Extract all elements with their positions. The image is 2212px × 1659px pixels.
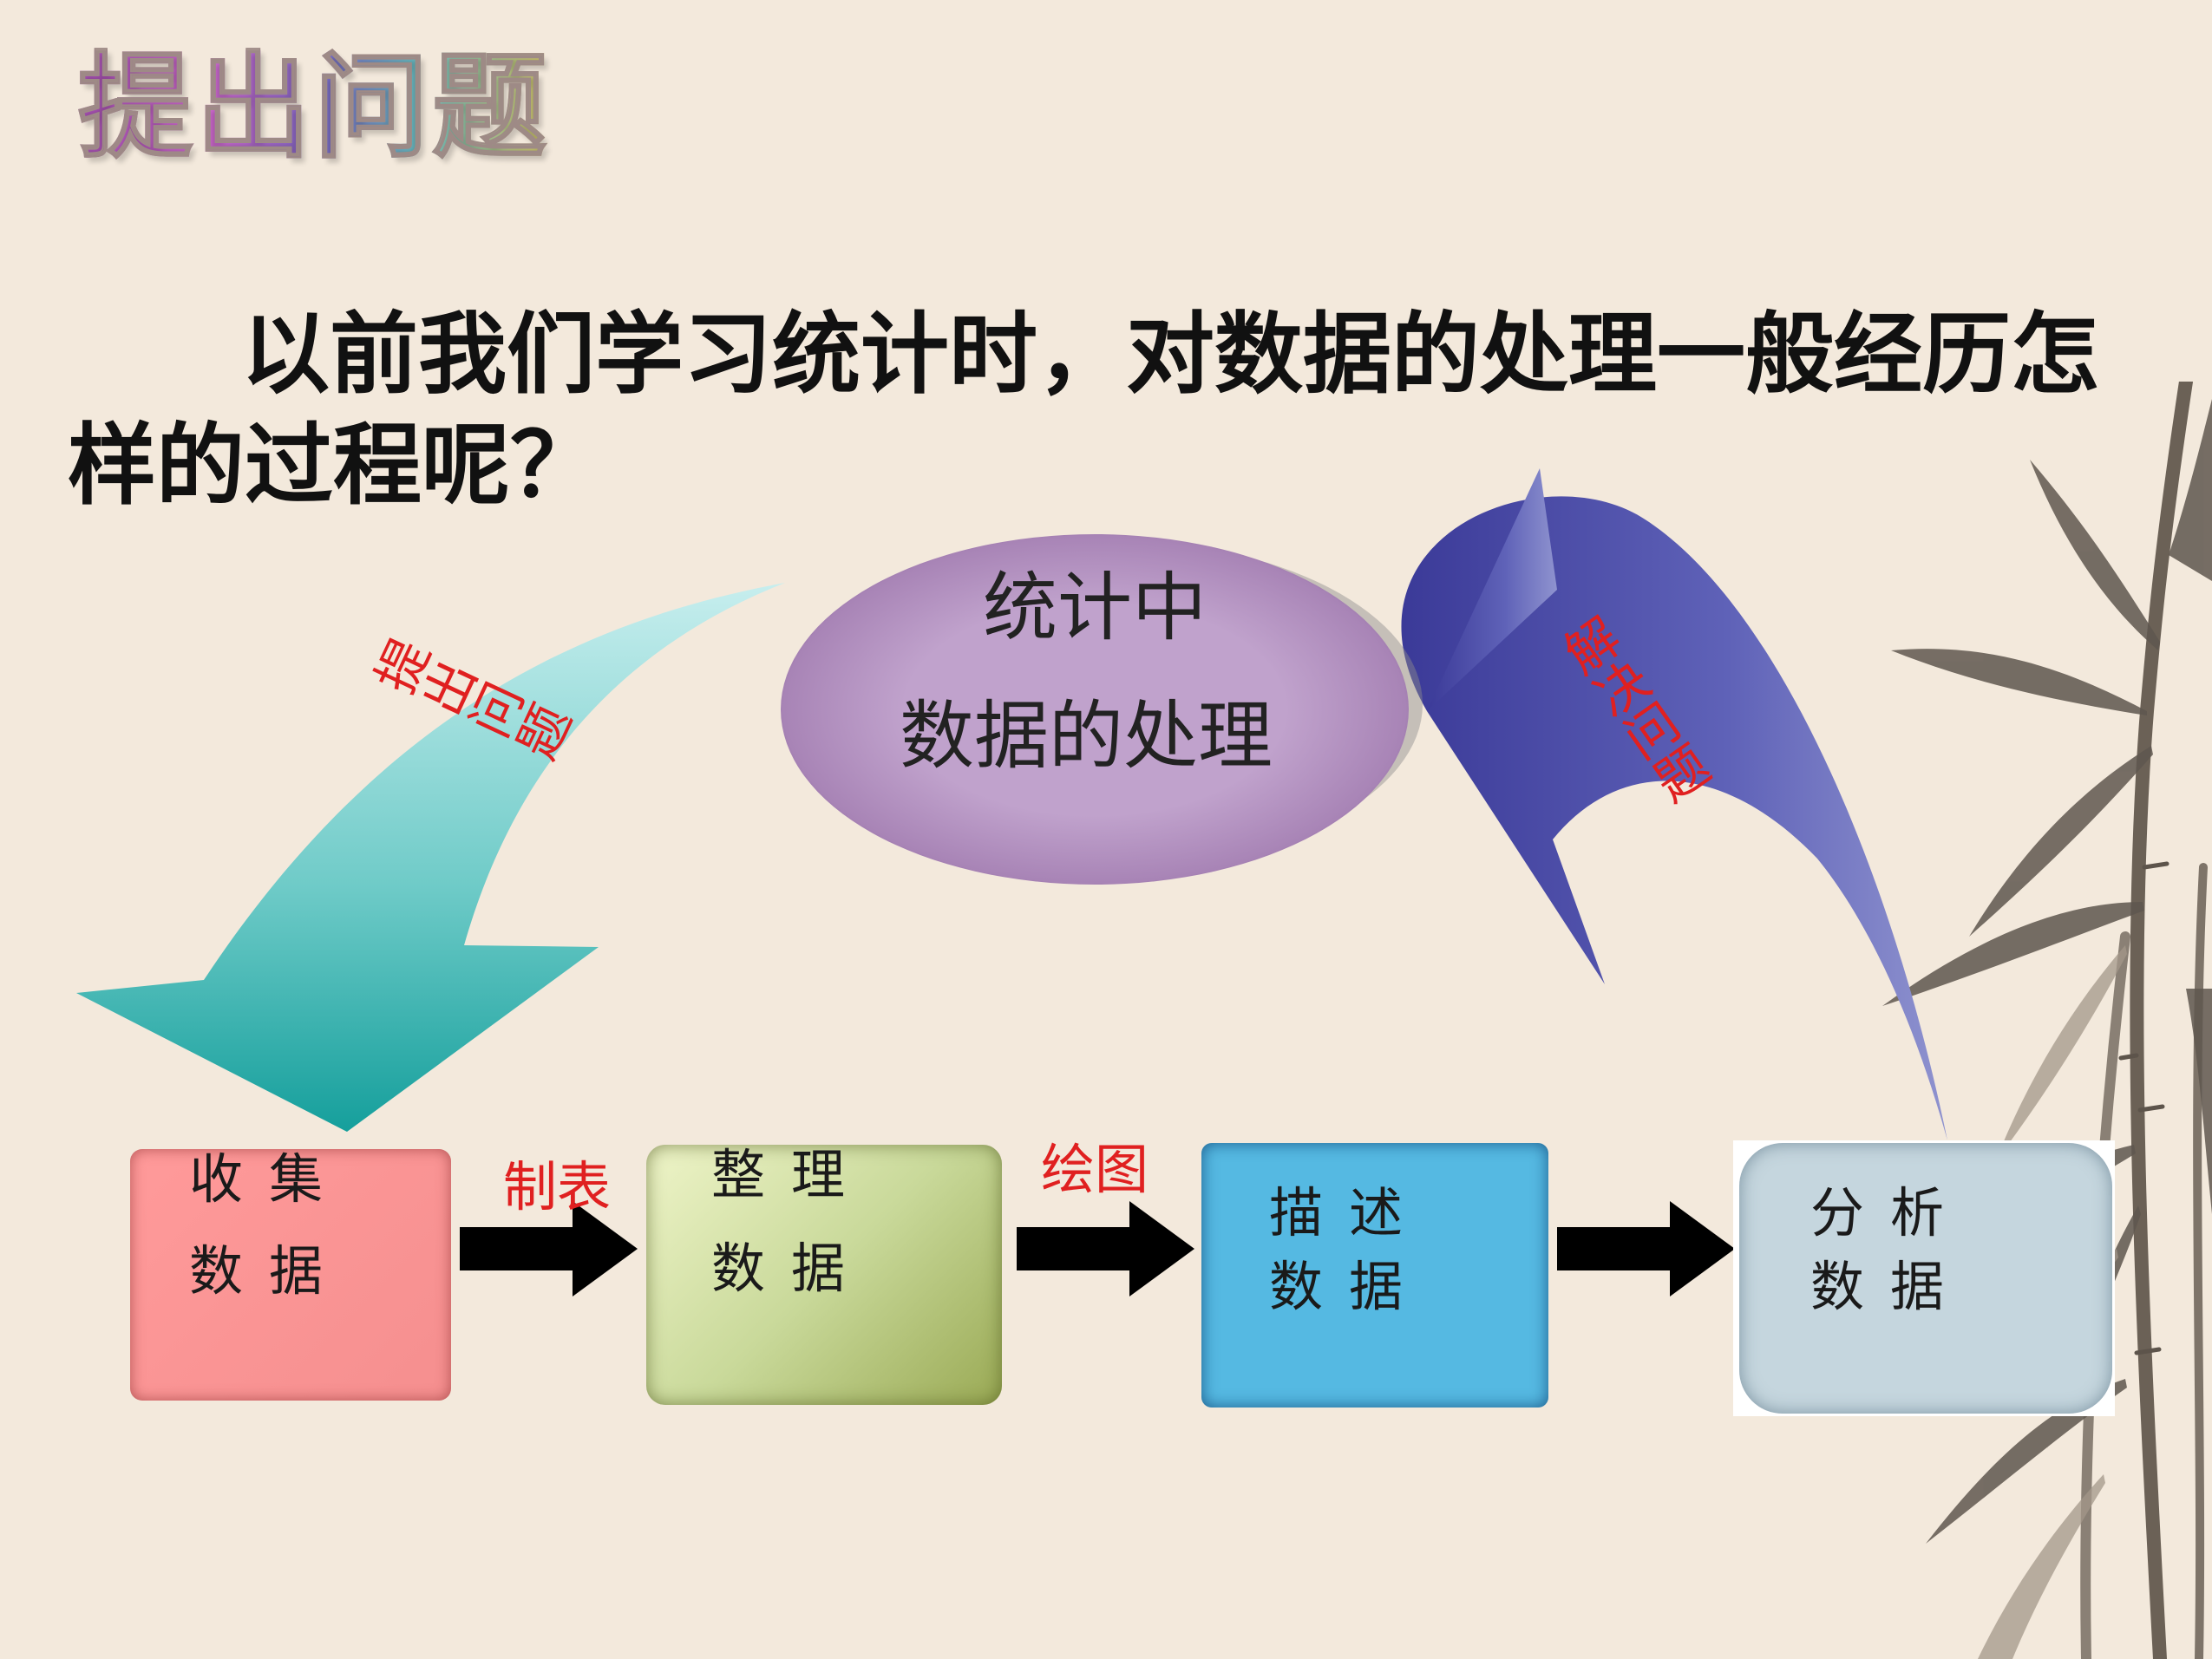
step-line2: 数据 [1810, 1255, 1971, 1318]
step-line1: 描述 [1269, 1181, 1430, 1244]
step-line2: 数据 [711, 1237, 872, 1300]
right-arrow-icon [460, 1201, 638, 1297]
blue-curved-arrow [1401, 496, 1947, 1140]
step-line2: 数据 [189, 1239, 350, 1303]
right-arrow-icon [1017, 1201, 1194, 1297]
connector-label-chart: 绘图 [1041, 1138, 1149, 1201]
step-analyze-data: 分析 数据 [1739, 1143, 2112, 1414]
step-line1: 整理 [711, 1143, 872, 1206]
step-organize-data: 整理 数据 [646, 1145, 1002, 1405]
step-line1: 收集 [189, 1147, 350, 1211]
center-line1: 统计中 [983, 565, 1207, 651]
connector-label-tabulate: 制表 [503, 1155, 612, 1218]
center-ellipse [781, 534, 1409, 885]
center-line2: 数据的处理 [900, 693, 1273, 780]
step-line1: 分析 [1810, 1181, 1971, 1244]
step-describe-data: 描述 数据 [1201, 1143, 1548, 1408]
question-text: 以前我们学习统计时，对数据的处理一般经历怎样的过程呢？ [68, 303, 2099, 518]
step-line2: 数据 [1269, 1255, 1430, 1318]
right-arrow-icon [1557, 1201, 1735, 1297]
teal-curved-arrow [76, 583, 785, 1132]
step-collect-data: 收集 数据 [130, 1149, 451, 1401]
page-title: 提出问题 [77, 40, 550, 174]
